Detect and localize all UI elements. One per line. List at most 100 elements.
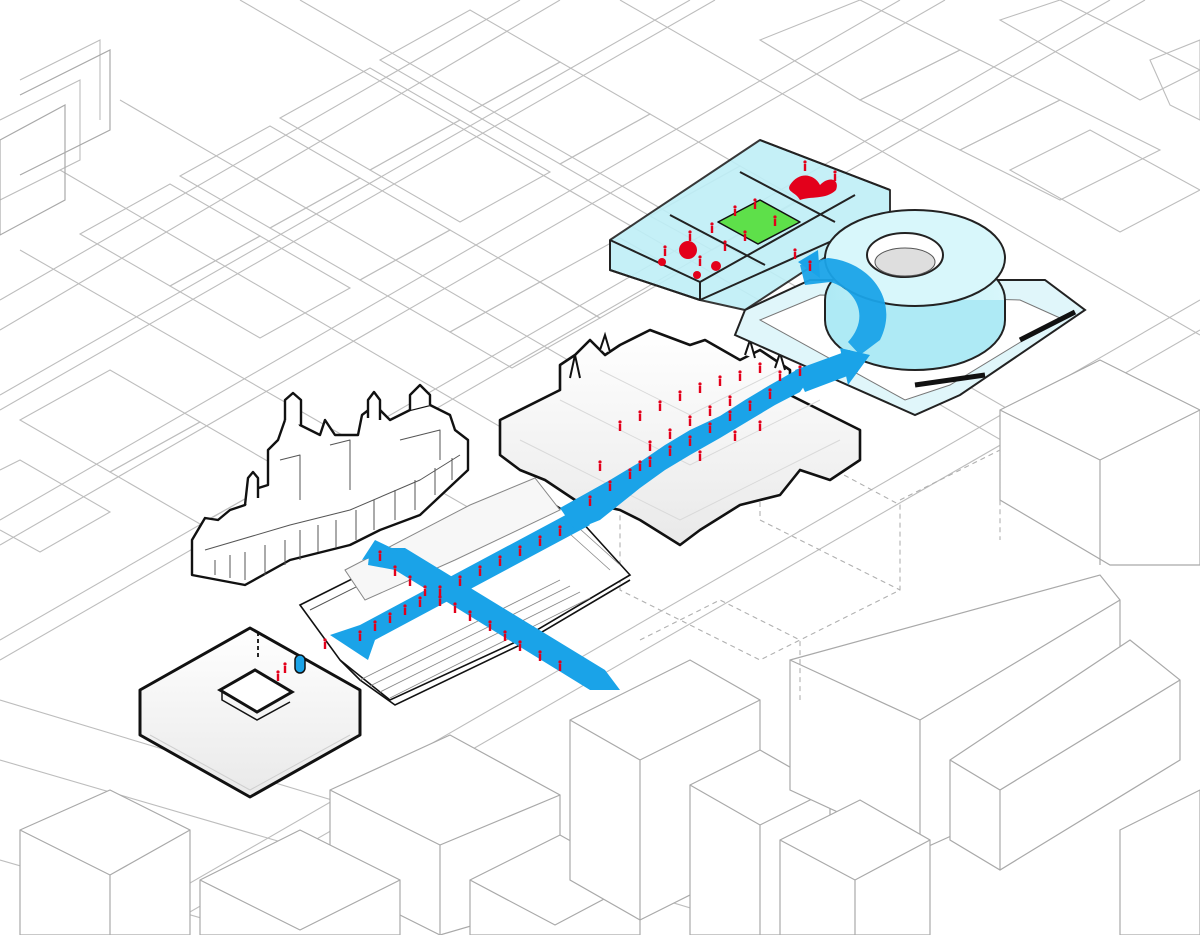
visitor-figure-head	[538, 650, 542, 654]
visitor-figure	[813, 189, 817, 196]
visitor-figure	[588, 499, 592, 506]
visitor-figure-head	[648, 456, 652, 460]
visitor-figure-head	[738, 370, 742, 374]
visitor-figure-head	[498, 555, 502, 559]
visitor-figure-head	[648, 440, 652, 444]
visitor-figure	[276, 674, 280, 681]
visitor-figure	[710, 226, 714, 233]
visitor-figure-head	[743, 230, 747, 234]
visitor-figure	[668, 432, 672, 439]
visitor-figure	[283, 666, 287, 673]
visitor-figure-head	[373, 620, 377, 624]
visitor-figure-head	[618, 420, 622, 424]
visitor-figure-head	[438, 595, 442, 599]
visitor-figure-head	[688, 415, 692, 419]
visitor-figure-head	[458, 575, 462, 579]
visitor-figure	[728, 399, 732, 406]
visitor-figure-head	[598, 460, 602, 464]
visitor-figure	[648, 444, 652, 451]
visitor-figure	[358, 634, 362, 641]
visitor-figure-head	[773, 215, 777, 219]
visitor-figure	[518, 644, 522, 651]
visitor-figure	[743, 234, 747, 241]
visitor-figure	[503, 634, 507, 641]
visitor-figure-head	[718, 375, 722, 379]
visitor-figure-head	[733, 430, 737, 434]
visitor-figure	[688, 419, 692, 426]
visitor-figure	[538, 654, 542, 661]
visitor-figure	[753, 202, 757, 209]
visitor-figure	[598, 464, 602, 471]
visitor-figure-head	[283, 662, 287, 666]
visitor-figure	[658, 404, 662, 411]
castle-building	[190, 383, 470, 587]
visitor-figure-head	[728, 395, 732, 399]
visitor-figure-head	[793, 248, 797, 252]
curved-arrow	[800, 258, 887, 355]
visitor-figure-head	[418, 596, 422, 600]
courtyard-building	[138, 626, 362, 799]
visitor-figure-head	[668, 445, 672, 449]
arrow-southeast	[368, 548, 620, 690]
visitor-figure-head	[698, 255, 702, 259]
visitor-figure-head	[358, 630, 362, 634]
visitor-figure	[468, 614, 472, 621]
visitor-figure-head	[678, 390, 682, 394]
visitor-figure	[723, 244, 727, 251]
visitor-figure	[758, 424, 762, 431]
visitor-figure	[768, 392, 772, 399]
visitor-figure-head	[558, 525, 562, 529]
visitor-figure-head	[688, 435, 692, 439]
visitor-figure	[478, 569, 482, 576]
visitor-figure	[323, 642, 327, 649]
visitor-figure	[733, 209, 737, 216]
visitor-figure-head	[378, 550, 382, 554]
visitor-figure	[738, 374, 742, 381]
visitor-figure-head	[608, 480, 612, 484]
arrow-head-east	[840, 348, 870, 385]
visitor-figure-head	[698, 382, 702, 386]
visitor-figure	[628, 472, 632, 479]
visitor-figure	[378, 554, 382, 561]
visitor-figure-head	[708, 422, 712, 426]
visitor-figure-head	[518, 640, 522, 644]
visitor-figure	[458, 579, 462, 586]
visitor-figure	[803, 164, 807, 171]
visitor-figure-head	[423, 585, 427, 589]
context-mass-buildings	[0, 49, 1200, 935]
visitor-figure	[438, 599, 442, 606]
visitor-figure	[403, 608, 407, 615]
visitor-figure	[733, 434, 737, 441]
visitor-figure	[373, 624, 377, 631]
visitor-figure-head	[728, 410, 732, 414]
visitor-figure-head	[768, 388, 772, 392]
visitor-figure	[668, 449, 672, 456]
visitor-figure-head	[753, 198, 757, 202]
visitor-figure-head	[558, 660, 562, 664]
visitor-figure-head	[468, 610, 472, 614]
visitor-figure-head	[588, 495, 592, 499]
visitor-figure	[833, 174, 837, 181]
visitor-figure-head	[488, 620, 492, 624]
visitor-figure-head	[758, 420, 762, 424]
visitor-figure-head	[748, 400, 752, 404]
visitor-figure	[488, 624, 492, 631]
visitor-figure	[698, 454, 702, 461]
visitor-figure	[393, 569, 397, 576]
visitor-figure-head	[393, 565, 397, 569]
visitor-figure	[608, 484, 612, 491]
visitor-figure-head	[710, 222, 714, 226]
visitor-figure	[663, 249, 667, 256]
visitor-figure	[688, 439, 692, 446]
visitor-figure-head	[388, 612, 392, 616]
visitor-figure-head	[708, 405, 712, 409]
visitor-figure	[453, 606, 457, 613]
visitor-figure-head	[518, 545, 522, 549]
visitor-figure-head	[478, 565, 482, 569]
visitor-figure-head	[663, 245, 667, 249]
visitor-figure	[708, 426, 712, 433]
visitor-figures	[276, 160, 837, 681]
red-sculpture-icon	[789, 175, 837, 200]
visitor-figure-head	[808, 260, 812, 264]
